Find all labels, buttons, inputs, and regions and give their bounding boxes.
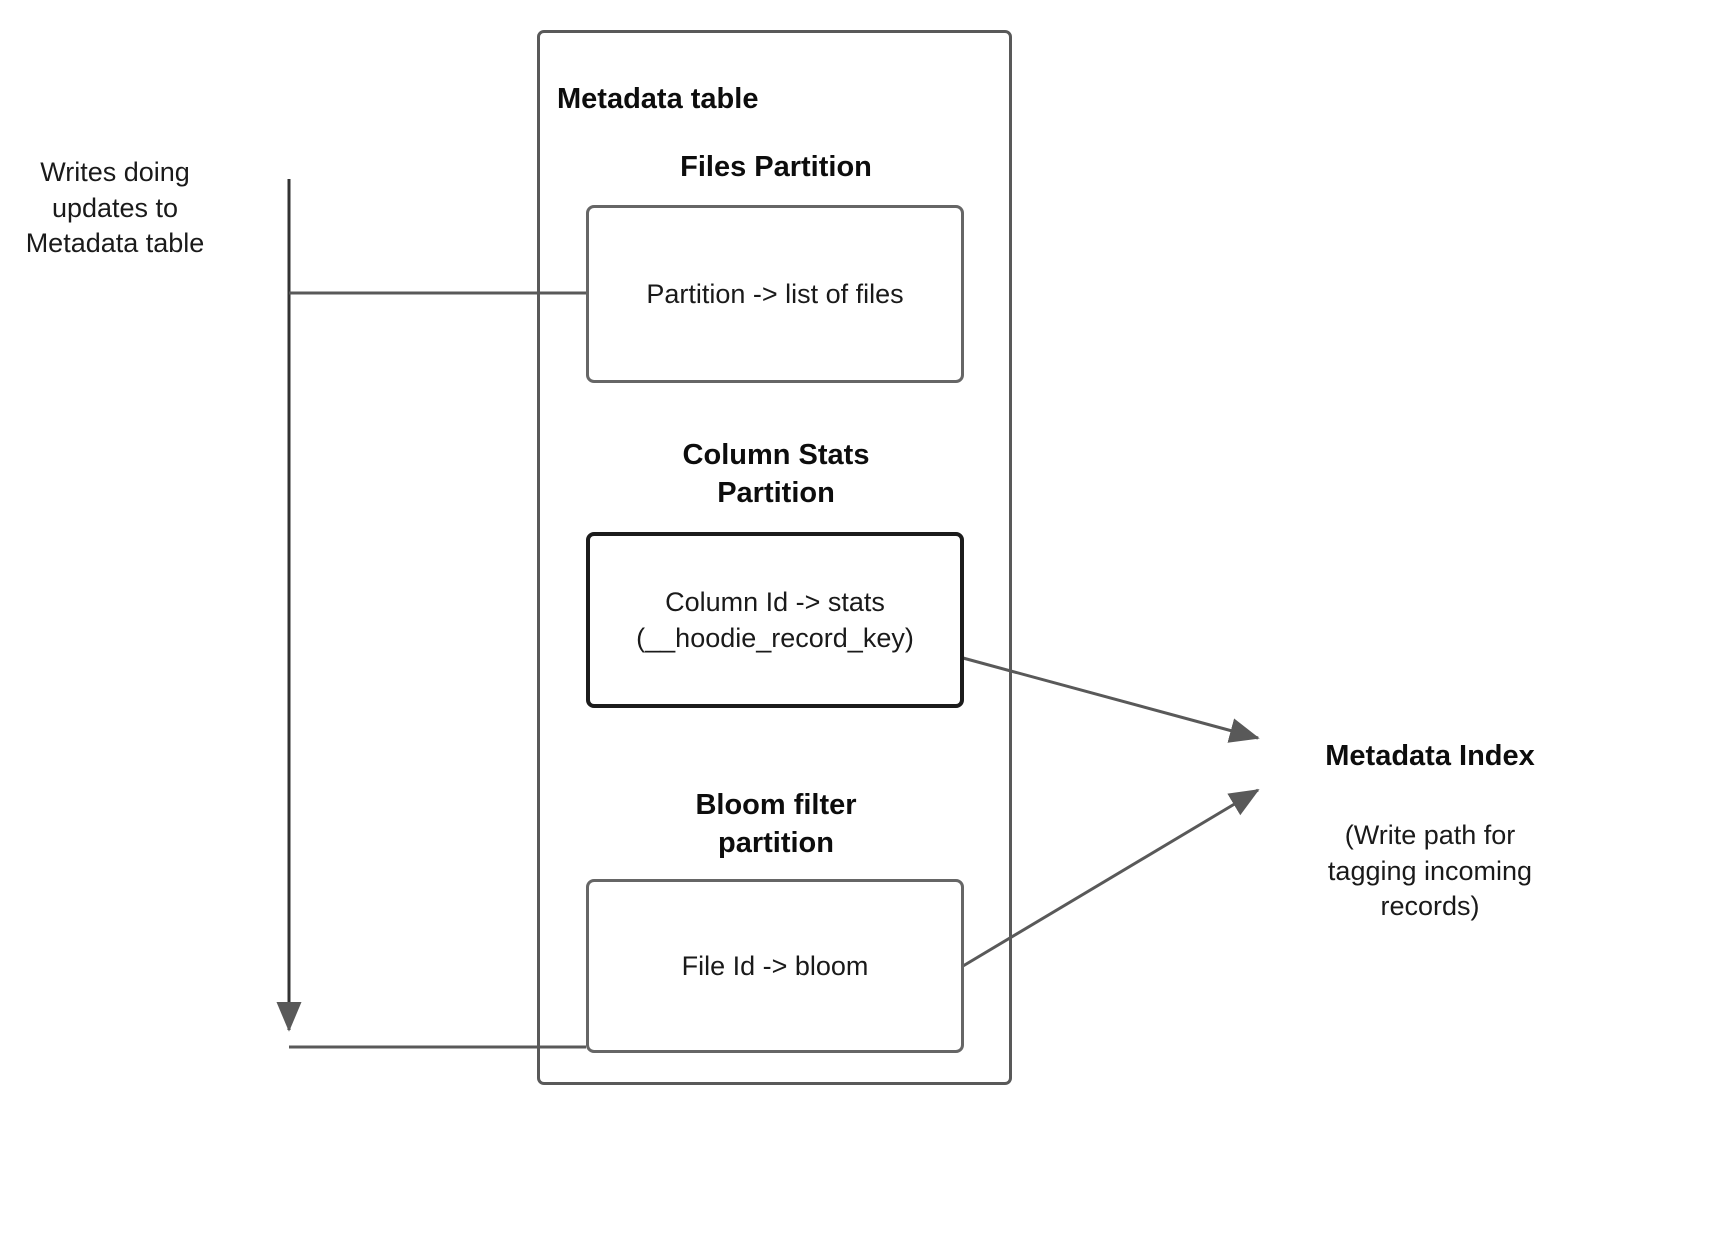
column-stats-partition-box-label: Column Id -> stats (__hoodie_record_key) — [636, 586, 914, 653]
files-partition-box-label: Partition -> list of files — [646, 278, 904, 309]
bloom-filter-partition-heading: Bloom filter partition — [695, 789, 857, 860]
column-stats-partition-box: Column Id -> stats (__hoodie_record_key) — [586, 532, 964, 708]
files-partition-box: Partition -> list of files — [586, 205, 964, 383]
metadata-index-note: (Write path for tagging incoming records… — [1327, 820, 1533, 922]
metadata-table-title: Metadata table — [557, 83, 759, 115]
files-partition-heading: Files Partition — [680, 151, 872, 183]
writes-updates-caption: Writes doing updates to Metadata table — [25, 157, 205, 259]
column-stats-partition-heading: Column Stats Partition — [682, 439, 870, 510]
metadata-table-container — [537, 30, 1012, 1085]
metadata-index-title: Metadata Index — [1325, 740, 1535, 772]
bloom-filter-partition-box: File Id -> bloom — [586, 879, 964, 1053]
bloom-filter-partition-box-label: File Id -> bloom — [681, 950, 869, 981]
